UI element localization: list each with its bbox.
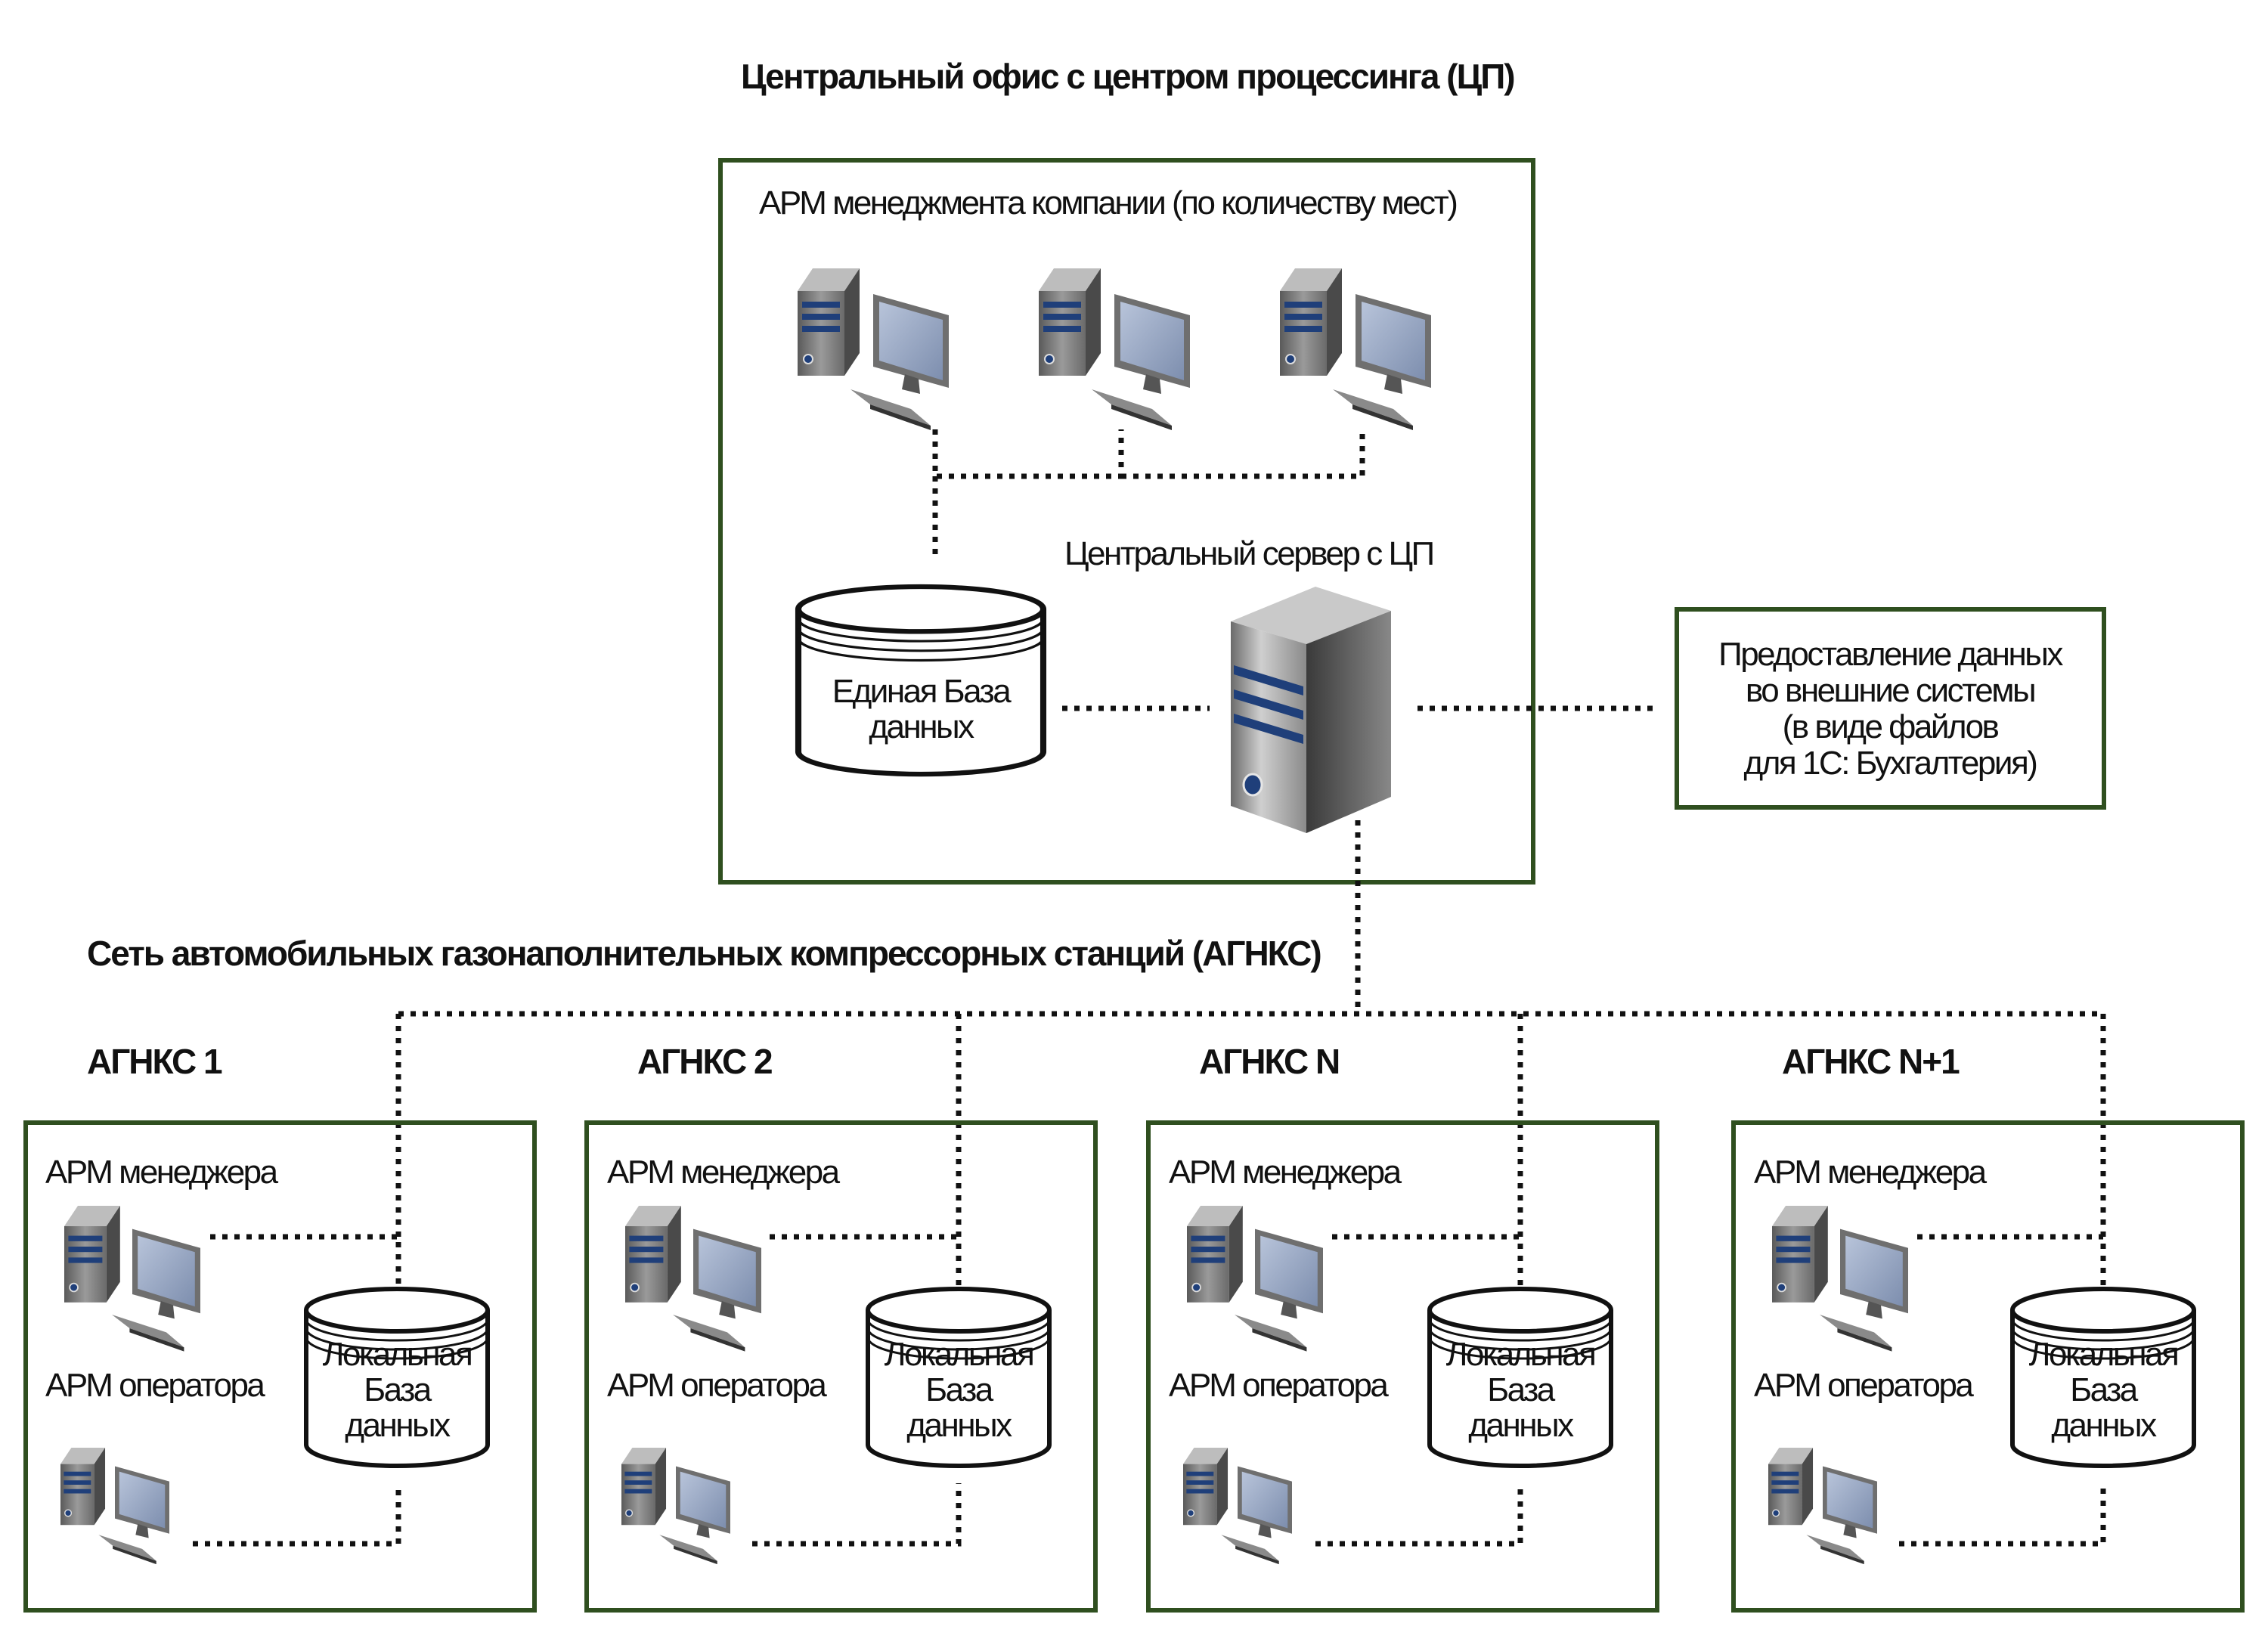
local-db-line1: Локальная [1446,1336,1595,1373]
local-db-line3: данных [906,1407,1012,1444]
management-pcs-link [932,429,1365,556]
manager-arm-label: АРМ менеджера [607,1154,841,1191]
operator-arm-label: АРМ оператора [1754,1367,1974,1404]
management-pc-3-icon [1279,268,1432,431]
central-office-title: Центральный офис с центром процессинга (… [741,57,1514,96]
manager-arm-label: АРМ менеджера [45,1154,279,1191]
manager-arm-label: АРМ менеджера [1754,1154,1988,1191]
network-backbone [395,820,2106,1306]
station-frame [23,1120,537,1613]
operator-arm-label: АРМ оператора [45,1367,265,1404]
external-line4: для 1С: Бухгалтерия) [1744,745,2037,782]
external-systems-frame [1675,607,2106,810]
operator-pc-icon [621,1447,731,1565]
station-title: АГНКС N [1199,1042,1339,1081]
operator-db-link [1315,1483,1523,1547]
operator-pc-icon [1182,1447,1293,1565]
external-line1: Предоставление данных [1718,636,2063,673]
external-line3: (в виде файлов [1783,708,1999,745]
station-2: АГНКС 2 АРМ менеджера АРМ оператора Лока… [584,1042,1098,1613]
manager-pc-icon [1186,1205,1324,1352]
management-arm-label: АРМ менеджмента компании (по количеству … [759,184,1456,222]
external-line2: во внешние системы [1746,672,2034,709]
management-pc-2-icon [1038,268,1191,431]
local-db-line1: Локальная [2029,1336,2178,1373]
station-frame [1731,1120,2245,1613]
operator-arm-label: АРМ оператора [1169,1367,1389,1404]
station-title: АГНКС 1 [87,1042,222,1081]
station-1: АГНКС 1 АРМ менеджера АРМ оператора Лока… [23,1042,537,1613]
local-db-line2: База [925,1371,994,1408]
operator-db-link [752,1483,962,1547]
local-db-line2: База [364,1371,432,1408]
local-db-line3: данных [345,1407,451,1444]
station-frame [584,1120,1098,1613]
local-db-line1: Локальная [323,1336,472,1373]
local-db-line3: данных [2051,1407,2157,1444]
manager-pc-icon [624,1205,762,1352]
operator-arm-label: АРМ оператора [607,1367,827,1404]
operator-pc-icon [1768,1447,1878,1565]
operator-pc-icon [60,1447,170,1565]
station-n-plus-1: АГНКС N+1 АРМ менеджера АРМ оператора Ло… [1731,1042,2245,1613]
unified-db-line1: Единая База [832,673,1012,710]
central-server-label: Центральный сервер с ЦП [1064,535,1433,572]
management-pc-1-icon [797,268,950,431]
central-server-icon [1231,587,1391,833]
operator-db-link [193,1483,401,1547]
network-title: Сеть автомобильных газонаполнительных ко… [87,934,1321,973]
central-office-frame [718,158,1535,885]
station-title: АГНКС 2 [637,1042,772,1081]
manager-arm-label: АРМ менеджера [1169,1154,1402,1191]
station-n: АГНКС N АРМ менеджера АРМ оператора Лока… [1146,1042,1659,1613]
local-db-line2: База [1487,1371,1556,1408]
operator-db-link [1899,1483,2106,1547]
manager-pc-icon [64,1205,201,1352]
station-title: АГНКС N+1 [1782,1042,1960,1081]
local-db-line3: данных [1468,1407,1574,1444]
local-db-line1: Локальная [885,1336,1033,1373]
station-frame [1146,1120,1659,1613]
manager-db-link [210,1234,401,1289]
local-db-line2: База [2070,1371,2139,1408]
unified-db-line2: данных [869,708,974,745]
manager-pc-icon [1771,1205,1909,1352]
